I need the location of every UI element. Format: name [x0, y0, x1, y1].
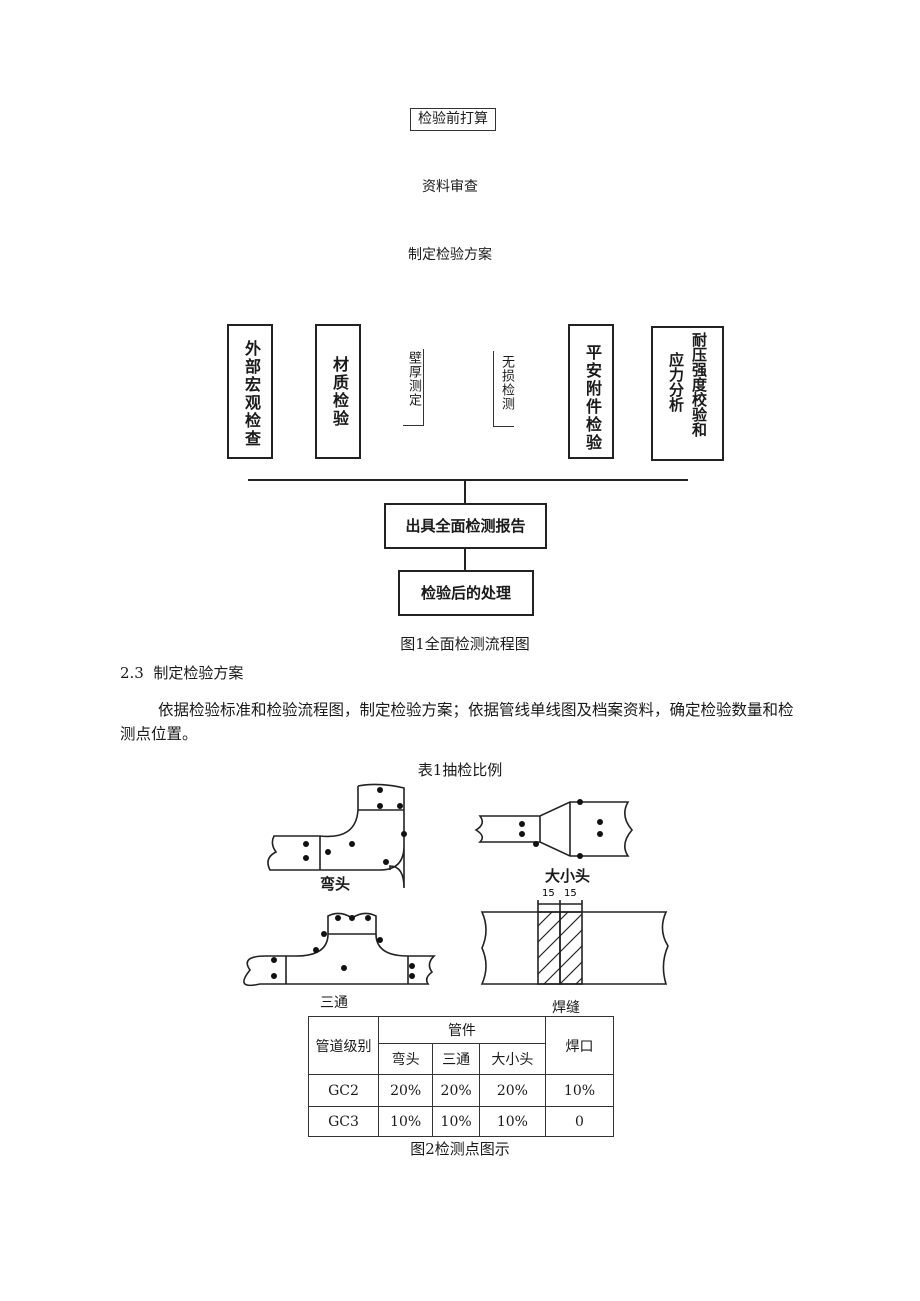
cell-grade: GC2 [308, 1074, 379, 1107]
table-title: 表1抽检比例 [417, 761, 503, 779]
flow-branch-material-test: 材质检验 [315, 324, 361, 459]
label-weld: 焊缝 [552, 1000, 580, 1016]
flow-vertical-connector-top [464, 479, 466, 504]
label-elbow: 弯头 [320, 875, 351, 893]
flow-branch-external-inspection: 外部宏观检查 [227, 324, 273, 459]
section-paragraph: 依据检验标准和检验流程图，制定检验方案；依据管线单线图及档案资料，确定检验数量和… [120, 701, 794, 743]
flow-branch-pressure-stress: 耐压强度校验和 应力分析 [651, 326, 724, 461]
flow-horizontal-connector [248, 479, 688, 481]
cell-reducer: 20% [478, 1074, 546, 1107]
elbow-drawing [267, 783, 405, 889]
sampling-ratio-table: 管道级别 管件 焊口 弯头 三通 大小头 GC2 20% 20% 20% 10%… [308, 1016, 615, 1137]
cell-weld: 0 [544, 1106, 615, 1137]
table-row: GC2 20% 20% 20% 10% [308, 1074, 615, 1107]
weld-drawing [480, 900, 669, 985]
flow-branch-ndt: 无损检测 [493, 351, 514, 427]
weld-dimension-right: 15 [564, 888, 577, 899]
flow-vertical-connector-bottom [464, 548, 466, 571]
cell-grade: GC3 [308, 1106, 379, 1137]
flow-branch-safety-accessories: 平安附件检验 [568, 324, 614, 459]
inspection-point-diagram: 15 15 [243, 783, 669, 987]
inspection-points [271, 787, 603, 979]
flow-step-preparation: 检验前打算 [410, 108, 496, 131]
flow-branch-thickness: 壁厚测定 [403, 349, 424, 426]
section-heading: 2.3 制定检验方案 [120, 664, 244, 682]
cell-tee: 20% [432, 1074, 480, 1107]
figure2-caption: 图2检测点图示 [410, 1140, 510, 1158]
cell-tee: 10% [432, 1106, 480, 1137]
flow-step-document-review: 资料审查 [422, 179, 478, 195]
weld-dimension-left: 15 [542, 888, 555, 899]
cell-elbow: 20% [377, 1074, 434, 1107]
cell-weld: 10% [544, 1074, 615, 1107]
label-reducer: 大小头 [545, 867, 591, 885]
subheader-reducer: 大小头 [478, 1043, 546, 1075]
cell-reducer: 10% [478, 1106, 546, 1137]
flow-step-report: 出具全面检测报告 [384, 503, 547, 549]
reducer-drawing [474, 801, 634, 857]
table-row: GC3 10% 10% 10% 0 [308, 1106, 615, 1137]
flow-step-post-processing: 检验后的处理 [398, 570, 534, 616]
weld-hatch [537, 911, 583, 985]
header-fittings: 管件 [377, 1016, 546, 1044]
header-pipe-grade: 管道级别 [308, 1016, 379, 1075]
subheader-elbow: 弯头 [377, 1043, 434, 1075]
cell-elbow: 10% [377, 1106, 434, 1137]
label-tee: 三通 [320, 995, 348, 1011]
tee-drawing [243, 912, 436, 987]
figure1-caption: 图1全面检测流程图 [400, 635, 530, 653]
subheader-tee: 三通 [432, 1043, 480, 1075]
header-weld: 焊口 [544, 1016, 615, 1075]
flow-step-plan: 制定检验方案 [408, 247, 492, 263]
